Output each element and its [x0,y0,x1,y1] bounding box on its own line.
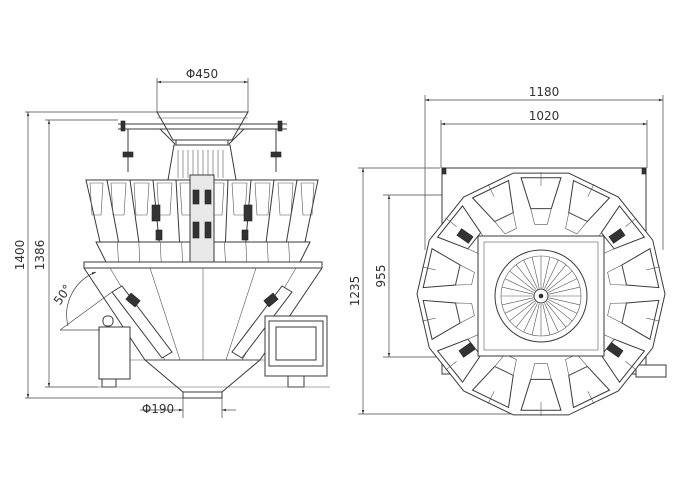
cone-spoke [504,299,534,314]
cone-spoke [523,303,538,333]
cone-spoke [544,303,559,333]
hopper-bucket [156,182,173,216]
cone-spoke [531,303,540,336]
cone-spoke [509,270,535,292]
plan-weigh-bucket [565,212,588,235]
plan-weigh-bucket [530,363,552,380]
hopper-bucket [110,182,127,216]
top-cone [167,144,237,181]
central-actuators [151,174,253,264]
chute-facet-line [149,267,181,361]
label-frame-depth: 955 [374,265,388,288]
plan-hopper-rib [646,266,661,271]
discharge-arms [111,285,293,359]
weigh-panel-edge [266,241,269,263]
cone-spoke [509,300,535,322]
cone-spoke [504,278,534,293]
plan-weigh-bucket [565,353,588,376]
plan-hopper-rib [445,217,457,227]
plan-hopper-rib [646,317,661,322]
dim-overall-depth: 1235 [348,167,545,415]
cone-spoke [544,259,559,289]
plan-hopper-rib [587,183,595,197]
plan-weigh-bucket [530,208,552,225]
corner-brackets [456,228,626,358]
cone-spoke [548,286,581,295]
cone-spoke [547,270,573,292]
feed-funnel [156,111,249,151]
hopper-panel-edge [265,179,275,243]
cone-spoke [548,297,581,306]
cone-spoke [542,256,551,289]
front-view: Φ450 [13,67,330,418]
plan-hopper-rib [487,391,495,405]
plan-hopper-rib [445,361,457,371]
top-frame [118,120,287,172]
cone-spoke [523,259,538,289]
weigh-panel-edge [181,241,183,263]
label-frame-width: 1020 [529,109,560,123]
weigh-panel-edge [138,241,141,263]
hopper-panel-edge [224,179,229,243]
label-top-diameter: Φ450 [186,67,218,81]
label-overall-depth: 1235 [348,276,362,307]
hopper-bucket [300,182,315,216]
cone-spoke [545,264,567,290]
cone-spoke [531,256,540,289]
dim-bottom-diameter: Φ190 [140,398,236,418]
cone-spoke [515,264,537,290]
cone-spoke [548,299,578,314]
dim-heights: 1400 1386 [13,111,183,399]
dim-top-diameter: Φ450 [156,67,249,112]
plan-hopper-rib [421,317,436,322]
plan-weigh-bucket [455,302,475,324]
cone-spoke [501,297,534,306]
cone-spoke [501,286,534,295]
cone-spoke [542,303,551,336]
hopper-panel-edge [285,179,298,243]
cone-spoke [515,302,537,328]
hopper-bucket [89,182,104,216]
plan-hopper-rib [625,217,637,227]
hopper-bucket [133,182,150,216]
plan-hopper-rib [625,361,637,371]
plan-hopper-rib [487,183,495,197]
hopper-bucket [277,182,294,216]
plan-weigh-bucket [607,302,627,324]
plan-hopper-rib [587,391,595,405]
plan-weigh-bucket [607,264,627,286]
label-overall-width: 1180 [529,85,560,99]
top-view: 1180 1020 1235 955 [348,85,667,416]
weigh-panel-edge [288,241,290,263]
motor-housing [98,315,265,388]
hopper-panel-edge [129,179,140,243]
weigh-panel-edge [117,241,119,263]
weigh-panel-edge [224,241,226,263]
cone-spoke [545,302,567,328]
cone-spoke [548,278,578,293]
plan-weigh-bucket [455,264,475,286]
hopper-panel-edge [175,179,181,243]
dim-frame-width: 1020 [440,109,648,168]
label-frame-height: 1386 [33,240,47,271]
control-panel [264,315,328,388]
label-bottom-diameter: Φ190 [142,402,174,416]
dim-overall-width: 1180 [424,85,664,250]
plan-weigh-bucket [494,212,517,235]
hopper-bucket [254,182,271,216]
weigh-panel-edge [159,241,162,263]
chute-facet-line [225,267,257,361]
label-angle: 50° [51,282,75,307]
plan-hopper-rib [421,266,436,271]
weigh-panel-edge [245,241,248,263]
center-cone [494,249,588,343]
label-total-height: 1400 [13,240,27,271]
cone-spoke [547,300,573,322]
